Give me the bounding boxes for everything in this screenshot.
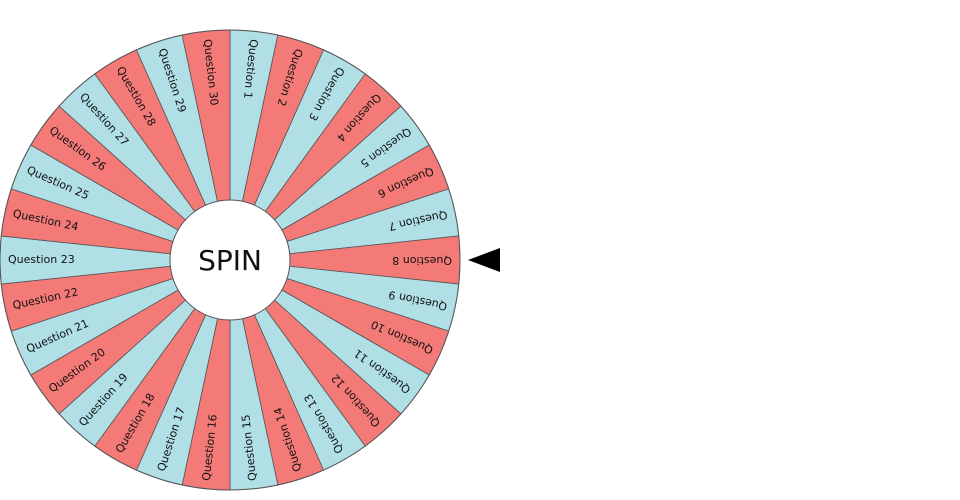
wheel-segment-label: Question 8 xyxy=(392,254,452,267)
pointer-arrow-icon xyxy=(468,248,500,272)
spin-button-circle[interactable] xyxy=(169,199,291,321)
wheel-segment-label: Question 1 xyxy=(241,39,260,100)
spin-button-label[interactable]: SPIN xyxy=(198,244,262,277)
wheel-rim xyxy=(0,29,461,491)
wheel-segment-label: Question 23 xyxy=(8,253,75,266)
spin-button[interactable]: SPIN xyxy=(169,199,291,321)
